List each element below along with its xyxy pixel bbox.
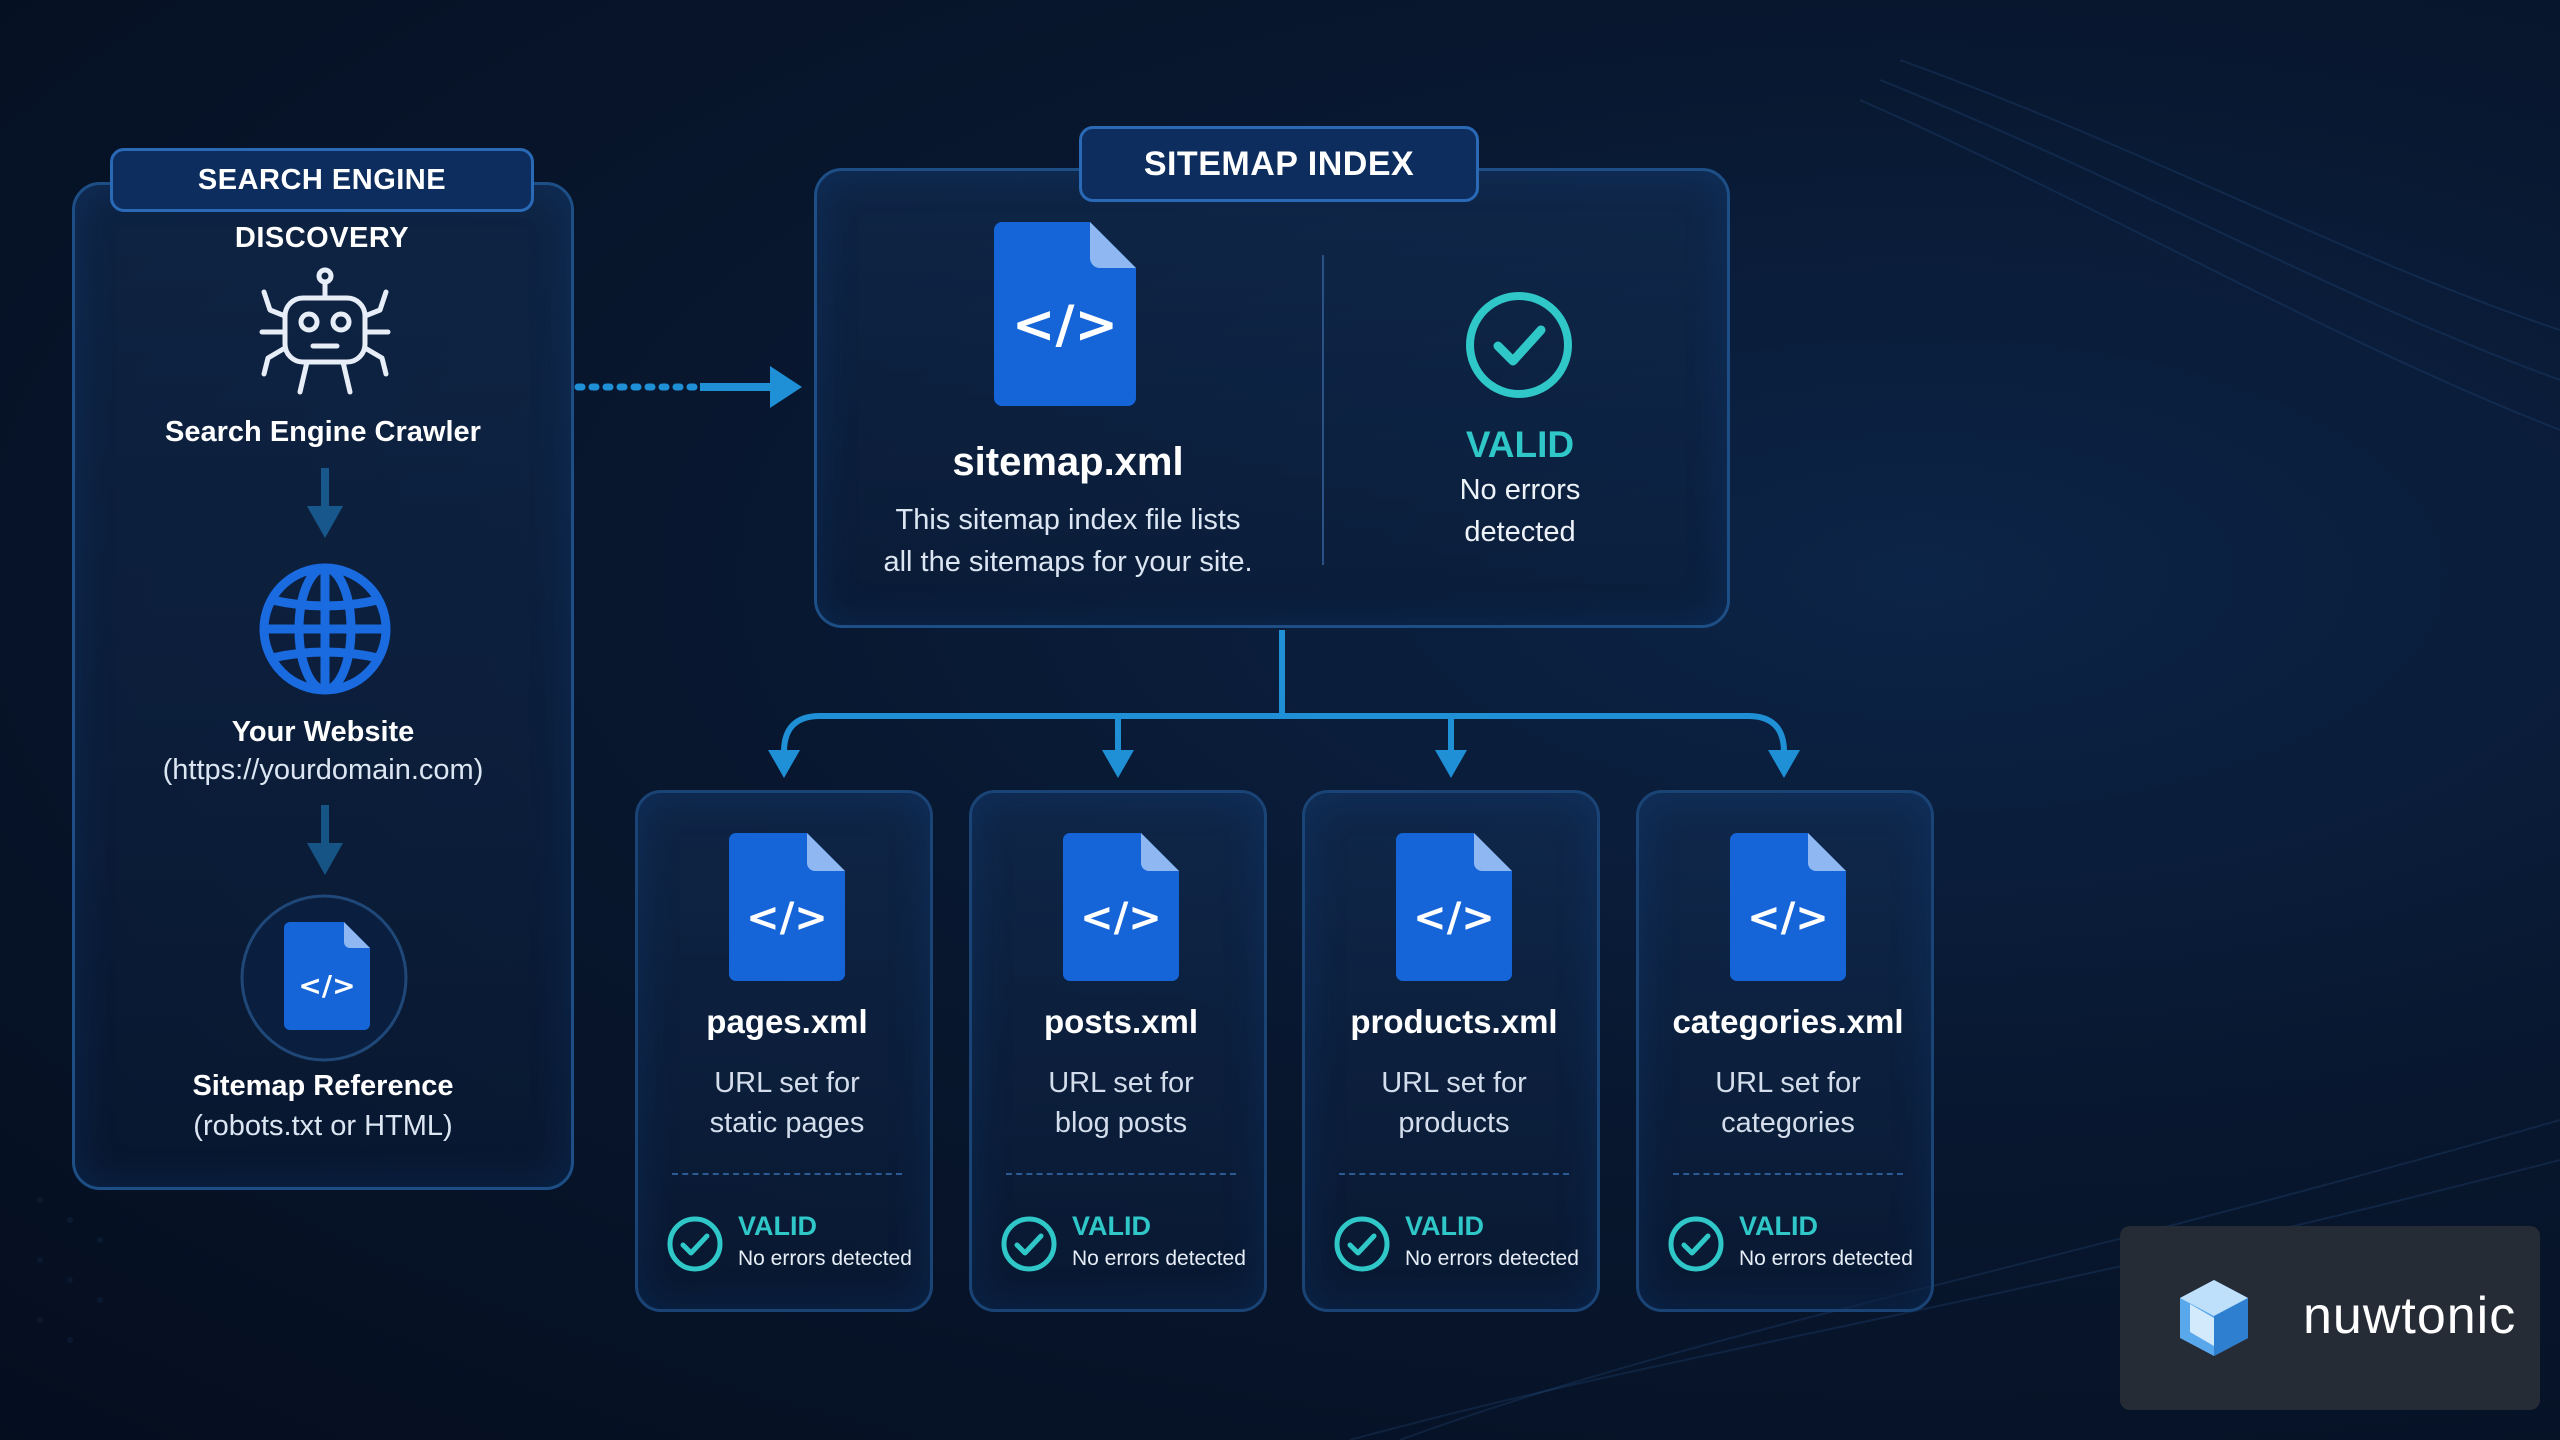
sitemap-index-title: SITEMAP INDEX bbox=[1079, 126, 1479, 202]
child-file-name: posts.xml bbox=[1043, 1003, 1199, 1040]
child-status: VALID bbox=[1405, 1211, 1484, 1241]
code-file-icon: </> bbox=[284, 922, 370, 1030]
reference-sub: (robots.txt or HTML) bbox=[193, 1110, 453, 1142]
sitemap-file-icon: </> bbox=[994, 222, 1136, 406]
reference-label: Sitemap Reference bbox=[192, 1070, 454, 1102]
card-divider bbox=[672, 1173, 902, 1175]
valid-check-icon bbox=[1668, 1216, 1724, 1272]
sitemap-index-panel bbox=[814, 168, 1730, 628]
svg-text:</>: </> bbox=[746, 895, 828, 941]
child-status: VALID bbox=[1072, 1211, 1151, 1241]
child-file-name: products.xml bbox=[1350, 1003, 1558, 1040]
website-label: Your Website bbox=[231, 716, 415, 748]
valid-check-icon bbox=[1466, 292, 1572, 398]
child-status: VALID bbox=[738, 1211, 817, 1241]
discovery-title: SEARCH ENGINE DISCOVERY bbox=[110, 148, 534, 254]
card-divider bbox=[1339, 1173, 1569, 1175]
sitemap-file-name: sitemap.xml bbox=[952, 440, 1184, 484]
brand-name: nuwtonic bbox=[2303, 1287, 2517, 1345]
globe-icon bbox=[259, 563, 391, 695]
card-divider bbox=[1673, 1173, 1903, 1175]
index-divider bbox=[1322, 255, 1324, 565]
code-file-icon: </> bbox=[1396, 833, 1512, 981]
valid-check-icon bbox=[1001, 1216, 1057, 1272]
brand-badge: nuwtonic bbox=[2120, 1226, 2540, 1410]
index-status-line2: detected bbox=[1464, 516, 1576, 548]
svg-text:</>: </> bbox=[1413, 895, 1495, 941]
sitemap-description-line1: This sitemap index file lists bbox=[895, 504, 1241, 536]
child-status-note: No errors detected bbox=[1405, 1247, 1579, 1270]
svg-text:</>: </> bbox=[298, 969, 355, 1002]
card-divider bbox=[1006, 1173, 1236, 1175]
robot-icon bbox=[259, 267, 391, 395]
index-status: VALID bbox=[1465, 424, 1575, 465]
code-file-icon: </> bbox=[729, 833, 845, 981]
svg-text:</>: </> bbox=[1747, 895, 1829, 941]
child-status: VALID bbox=[1739, 1211, 1818, 1241]
code-file-icon: </> bbox=[1730, 833, 1846, 981]
child-file-name: categories.xml bbox=[1672, 1003, 1904, 1040]
child-status-note: No errors detected bbox=[1072, 1247, 1246, 1270]
valid-check-icon bbox=[667, 1216, 723, 1272]
index-status-line1: No errors bbox=[1459, 474, 1581, 506]
website-url: (https://yourdomain.com) bbox=[162, 754, 484, 786]
svg-text:</>: </> bbox=[1012, 295, 1118, 355]
code-file-icon: </> bbox=[1063, 833, 1179, 981]
brand-logo-icon bbox=[2180, 1280, 2248, 1356]
child-status-note: No errors detected bbox=[1739, 1247, 1913, 1270]
sitemap-description-line2: all the sitemaps for your site. bbox=[883, 546, 1253, 578]
child-file-name: pages.xml bbox=[706, 1003, 868, 1040]
crawler-label: Search Engine Crawler bbox=[165, 416, 481, 448]
svg-text:</>: </> bbox=[1080, 895, 1162, 941]
child-status-note: No errors detected bbox=[738, 1247, 912, 1270]
valid-check-icon bbox=[1334, 1216, 1390, 1272]
